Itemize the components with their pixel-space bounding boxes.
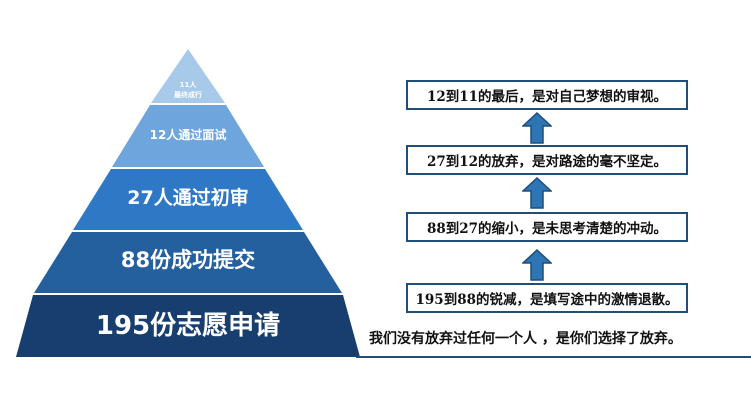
up-arrow-icon: [522, 112, 552, 144]
pyramid-tier-interview: [112, 105, 264, 167]
pyramid-tier-review: [73, 169, 303, 230]
tier-top-label: 11人 最终成行: [0, 82, 376, 99]
up-arrow-icon: [522, 177, 552, 209]
tier-top-count: 11人: [179, 81, 197, 89]
up-arrow-icon: [522, 249, 552, 281]
tier-applications-label: 195份志愿申请: [95, 311, 281, 341]
step-box-submitted: 195到88的锐减，是填写途中的激情退散。: [406, 283, 688, 313]
conclusion-text: 我们没有放弃过任何一个人 ，是你们选择了放弃。: [369, 331, 682, 347]
pyramid: [16, 49, 360, 357]
step-box-interview: 27到12的放弃，是对路途的毫不坚定。: [406, 145, 688, 175]
pyramid-tier-applications: [16, 295, 360, 357]
baseline-divider: [356, 356, 751, 358]
tier-submitted-label: 88份成功提交: [120, 248, 256, 272]
pyramid-tier-submitted: [34, 232, 342, 293]
pyramid-tier-top: [151, 49, 225, 103]
step-box-review: 88到27的缩小，是未思考清楚的冲动。: [406, 212, 688, 242]
tier-top-caption: 最终成行: [174, 91, 202, 99]
tier-review-label: 27人通过初审: [127, 187, 249, 209]
tier-interview-label: 12人通过面试: [149, 128, 227, 142]
step-box-final: 12到11的最后，是对自己梦想的审视。: [406, 80, 688, 110]
